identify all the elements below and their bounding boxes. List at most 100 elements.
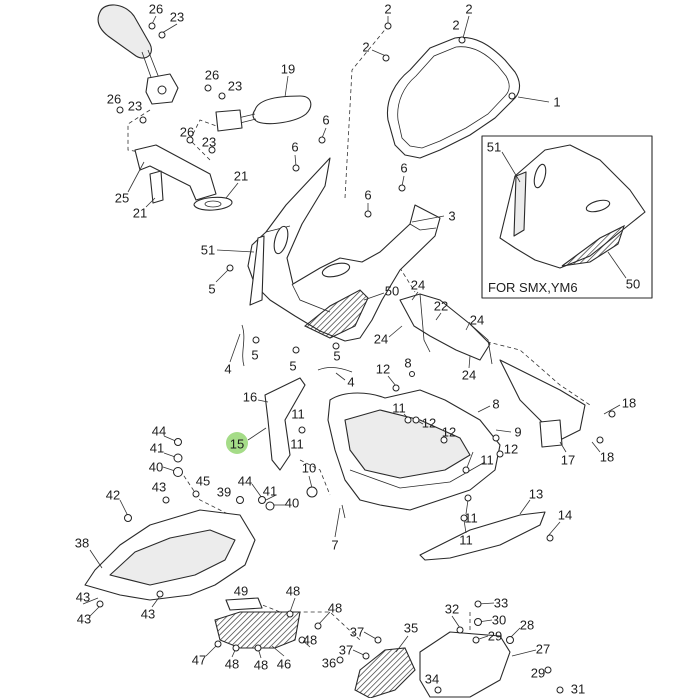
- callout-label[interactable]: 25: [115, 191, 129, 206]
- callout-label[interactable]: 32: [445, 602, 459, 617]
- fastener: [434, 686, 442, 694]
- callout-label[interactable]: 43: [152, 480, 166, 495]
- callout-label[interactable]: 5: [251, 348, 258, 363]
- callout-label[interactable]: 40: [149, 460, 163, 475]
- callout-label[interactable]: 45: [196, 474, 210, 489]
- callout-label[interactable]: 41: [150, 441, 164, 456]
- selected-callout-label[interactable]: 15: [230, 437, 244, 452]
- callout-label[interactable]: 41: [263, 484, 277, 499]
- callout-label[interactable]: 36: [322, 656, 336, 671]
- callout-label[interactable]: 4: [224, 362, 231, 377]
- selected-callout[interactable]: 15: [226, 427, 267, 454]
- callout-label[interactable]: 40: [285, 496, 299, 511]
- callout-label[interactable]: 24: [411, 278, 425, 293]
- callout-label[interactable]: 26: [107, 92, 121, 107]
- callout-label[interactable]: 43: [76, 590, 90, 605]
- callout-label[interactable]: 38: [75, 536, 89, 551]
- callout-label[interactable]: 44: [152, 424, 166, 439]
- callout-label[interactable]: 12: [422, 416, 436, 431]
- fastener: [173, 467, 183, 477]
- callout-label[interactable]: 48: [328, 601, 342, 616]
- callout-label[interactable]: 12: [376, 362, 390, 377]
- callout-label[interactable]: 7: [331, 538, 338, 553]
- callout-label[interactable]: 2: [362, 40, 369, 55]
- callout-label[interactable]: 3: [448, 209, 455, 224]
- callout-label[interactable]: 5: [208, 282, 215, 297]
- fastener: [546, 534, 554, 542]
- callout-label[interactable]: 12: [504, 442, 518, 457]
- callout-label[interactable]: 21: [234, 169, 248, 184]
- callout-label[interactable]: 49: [234, 584, 248, 599]
- callout-label[interactable]: 8: [492, 397, 499, 412]
- callout-label[interactable]: 48: [225, 657, 239, 672]
- callout-label[interactable]: 39: [217, 485, 231, 500]
- callout-label[interactable]: 29: [488, 629, 502, 644]
- callout-label[interactable]: 42: [106, 488, 120, 503]
- callout-label[interactable]: 2: [384, 2, 391, 17]
- callout-label[interactable]: 23: [202, 135, 216, 150]
- callout-label[interactable]: 23: [128, 99, 142, 114]
- callout-label[interactable]: 51: [201, 243, 215, 258]
- callout-label[interactable]: 8: [404, 356, 411, 371]
- inset-callout-51[interactable]: 51: [487, 140, 501, 155]
- callout-label[interactable]: 22: [434, 299, 448, 314]
- callout-label[interactable]: 5: [289, 359, 296, 374]
- callout-label[interactable]: 48: [286, 584, 300, 599]
- callout-label[interactable]: 23: [228, 79, 242, 94]
- callout-label[interactable]: 26: [149, 2, 163, 17]
- callout-label[interactable]: 6: [364, 188, 371, 203]
- callout-label[interactable]: 48: [303, 633, 317, 648]
- callout-label[interactable]: 26: [205, 68, 219, 83]
- callout-label[interactable]: 29: [531, 666, 545, 681]
- callout-label[interactable]: 5: [333, 349, 340, 364]
- callout-label[interactable]: 33: [494, 596, 508, 611]
- callout-label[interactable]: 21: [133, 206, 147, 221]
- callout-label[interactable]: 47: [192, 653, 206, 668]
- callout-label[interactable]: 2: [465, 2, 472, 17]
- callout-label[interactable]: 16: [243, 390, 257, 405]
- callout-label[interactable]: 10: [302, 461, 316, 476]
- left-mirror-assembly: [97, 4, 179, 105]
- callout-label[interactable]: 46: [277, 657, 291, 672]
- callout-label[interactable]: 14: [558, 508, 572, 523]
- callout-label[interactable]: 31: [571, 682, 585, 697]
- callout-label[interactable]: 11: [480, 453, 494, 468]
- inset-callout-50[interactable]: 50: [626, 277, 640, 292]
- callout-label[interactable]: 9: [514, 425, 521, 440]
- callout-label[interactable]: 11: [290, 437, 304, 452]
- callout-label[interactable]: 17: [561, 453, 575, 468]
- callout-label[interactable]: 30: [492, 613, 506, 628]
- callout-label[interactable]: 24: [374, 332, 388, 347]
- callout-label[interactable]: 37: [339, 643, 353, 658]
- callout-label[interactable]: 11: [291, 407, 305, 422]
- callout-label[interactable]: 24: [470, 313, 484, 328]
- callout-label[interactable]: 26: [180, 125, 194, 140]
- callout-label[interactable]: 11: [464, 511, 478, 526]
- selected-callout-marker[interactable]: [226, 432, 248, 454]
- callout-label[interactable]: 6: [400, 161, 407, 176]
- callout-label[interactable]: 4: [347, 375, 354, 390]
- callout-label[interactable]: 13: [529, 487, 543, 502]
- callout-label[interactable]: 44: [238, 474, 252, 489]
- callout-label[interactable]: 11: [392, 401, 406, 416]
- callout-label[interactable]: 2: [452, 18, 459, 33]
- callout-label[interactable]: 43: [77, 612, 91, 627]
- callout-label[interactable]: 12: [442, 425, 456, 440]
- callout-label[interactable]: 1: [553, 95, 560, 110]
- callout-label[interactable]: 19: [281, 62, 295, 77]
- callout-label[interactable]: 50: [385, 284, 399, 299]
- callout-label[interactable]: 6: [291, 140, 298, 155]
- callout-label[interactable]: 35: [404, 621, 418, 636]
- callout-label[interactable]: 48: [254, 658, 268, 673]
- callout-label[interactable]: 34: [425, 672, 439, 687]
- callout-label[interactable]: 18: [600, 450, 614, 465]
- callout-label[interactable]: 43: [141, 607, 155, 622]
- callout-label[interactable]: 23: [170, 10, 184, 25]
- callout-label[interactable]: 37: [350, 625, 364, 640]
- callout-label[interactable]: 24: [462, 368, 476, 383]
- callout-label[interactable]: 6: [322, 113, 329, 128]
- callout-label[interactable]: 18: [622, 396, 636, 411]
- callout-label[interactable]: 28: [520, 618, 534, 633]
- callout-label[interactable]: 27: [536, 642, 550, 657]
- callout-label[interactable]: 11: [459, 533, 473, 548]
